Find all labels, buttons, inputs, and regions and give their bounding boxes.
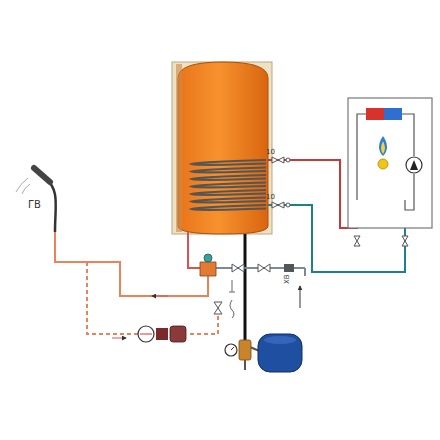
coil-winding (192, 198, 266, 203)
coil-winding (192, 160, 266, 165)
recirculation-line (87, 262, 222, 342)
coil-winding (192, 183, 266, 188)
heat-exchanger-coil (192, 160, 266, 210)
callout-number: 10 (266, 194, 275, 201)
coil-winding (192, 205, 266, 210)
hot-water-label: ГВ (28, 200, 41, 210)
gas-boiler (348, 98, 432, 228)
coil-winding (192, 168, 266, 173)
callout-number: 10 (266, 149, 275, 156)
cold-water-label: ХВ (284, 274, 291, 284)
coil-winding (192, 175, 266, 180)
expansion-vessel (225, 334, 302, 372)
hot-water-line (16, 168, 216, 296)
cold-water-inlet (215, 234, 305, 345)
storage-tank (172, 62, 272, 234)
coil-winding (192, 190, 266, 195)
